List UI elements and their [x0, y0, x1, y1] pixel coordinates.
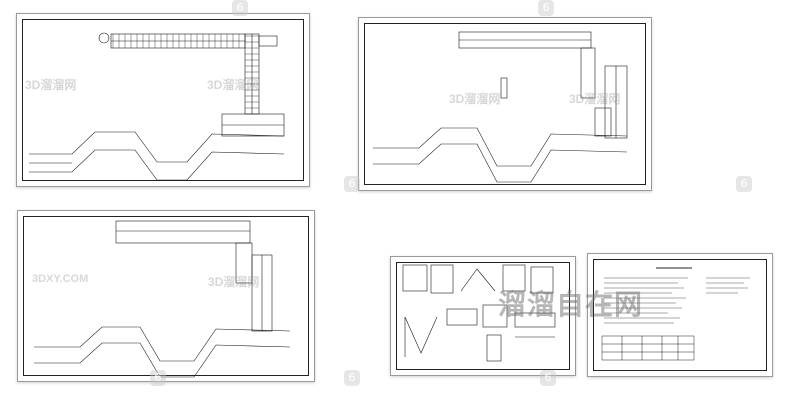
- sheet-frame: [23, 216, 309, 376]
- sheet-plan-2[interactable]: 3D溜溜网 3D溜溜网: [358, 17, 652, 191]
- watermark-badge: 6: [150, 370, 166, 386]
- sheet-details[interactable]: [390, 256, 576, 376]
- sheet-plan-1[interactable]: 3D溜溜网 3D溜溜网: [16, 13, 310, 187]
- watermark-badge: 6: [232, 0, 248, 16]
- sheet-frame: [364, 23, 646, 185]
- watermark-badge: 6: [736, 176, 752, 192]
- watermark-badge: 6: [540, 370, 556, 386]
- watermark-brand-overlay: 溜溜自在网: [498, 288, 644, 321]
- sheet-frame: [593, 259, 767, 371]
- sheet-frame: [396, 262, 570, 370]
- watermark-badge: 6: [344, 176, 360, 192]
- floor-plan-drawing-2: [373, 31, 628, 183]
- sheet-frame: [22, 19, 304, 181]
- watermark-badge: 6: [344, 370, 360, 386]
- floor-plan-drawing-3: [34, 220, 291, 378]
- sheet-plan-3[interactable]: 3DXY.COM 3D溜溜网: [17, 210, 315, 382]
- notes-content: [601, 267, 750, 361]
- detail-drawings: [402, 264, 556, 362]
- watermark-badge: 6: [538, 0, 554, 16]
- sheet-notes[interactable]: [587, 253, 773, 377]
- floor-plan-drawing-1: [29, 32, 285, 181]
